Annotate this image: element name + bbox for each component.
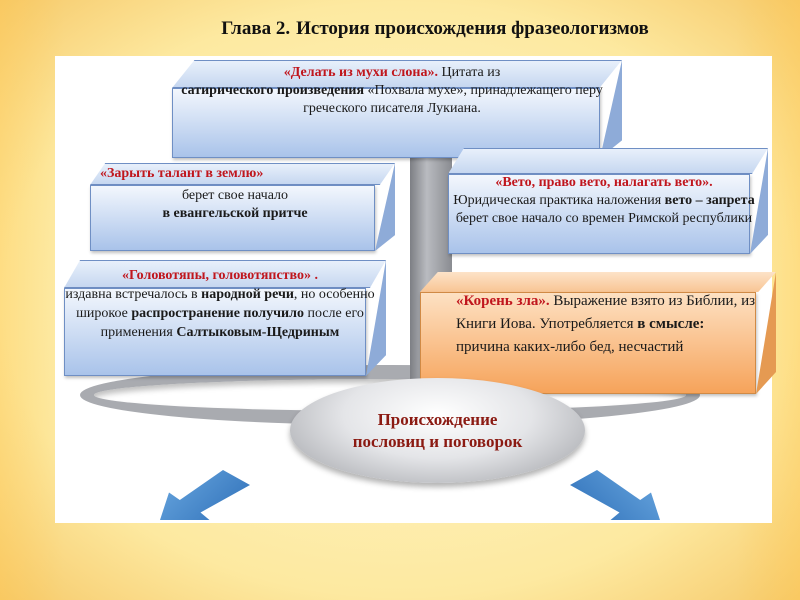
box-text: Цитата из: [437, 65, 501, 80]
center-title-line1: Происхождение: [377, 410, 498, 430]
phrase-text: «Корень зла».: [456, 293, 550, 309]
chapter-label: Глава 2.: [221, 18, 291, 39]
center-oval: Происхождение пословиц и поговорок: [290, 378, 585, 483]
box-text-bold: в евангельской притче: [162, 206, 308, 221]
box-fly-elephant: «Делать из мухи слона». Цитата из сатири…: [172, 60, 622, 160]
box-golovotyapy: «Головотяпы, головотяпство» . издавна вс…: [64, 260, 386, 378]
box-text-bold: в смысле:: [637, 316, 705, 332]
box-text: причина каких-либо бед, несчастий: [456, 339, 684, 355]
title-text: История происхождения фразеологизмов: [296, 18, 649, 39]
phrase-text: «Делать из мухи слона».: [283, 65, 438, 80]
box-text-bold: вето – запрета: [664, 193, 755, 208]
phrase-text: «Вето, право вето, налагать вето».: [495, 175, 713, 190]
box-text-bold: народной речи: [201, 287, 294, 302]
box-text-bold: Салтыковым-Щедриным: [176, 325, 340, 340]
box-text: «Похвала мухе», принадлежащего перу греч…: [303, 83, 603, 116]
box-text: Выражение взято из Библии, из Книги Иова…: [456, 293, 756, 332]
box-text: берет свое начало: [181, 188, 289, 203]
box-text: Юридическая практика наложения: [453, 193, 665, 208]
phrase-text: «Зарыть талант в землю»: [100, 166, 264, 181]
slide-title: Глава 2.История происхождения фразеологи…: [0, 18, 800, 40]
box-text: издавна встречалось в: [65, 287, 202, 302]
phrase-text: «Головотяпы, головотяпство» .: [121, 268, 319, 283]
box-text: берет свое начало со времен Римской респ…: [455, 211, 753, 226]
box-text-bold: сатирического произведения: [181, 83, 365, 98]
box-text-bold: распространение получило: [131, 306, 304, 321]
box-talent: «Зарыть талант в землю» берет свое начал…: [90, 163, 395, 253]
center-title-line2: пословиц и поговорок: [352, 431, 523, 451]
box-text: , но особенно широкое: [76, 287, 375, 321]
box-veto: «Вето, право вето, налагать вето». Юриди…: [448, 148, 768, 256]
box-koren-zla: «Корень зла». Выражение взято из Библии,…: [420, 272, 776, 396]
box-text: после его применения: [100, 306, 364, 340]
